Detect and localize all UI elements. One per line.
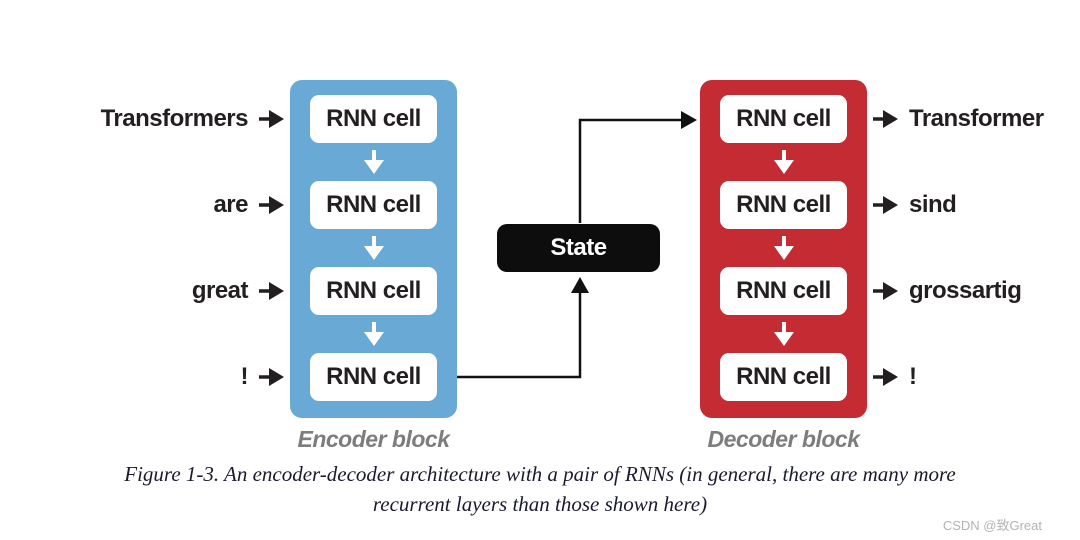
state-label: State bbox=[550, 234, 607, 261]
right-arrow-icon bbox=[873, 368, 898, 386]
right-arrow-icon bbox=[259, 196, 284, 214]
decoder-rnn-cell: RNN cell bbox=[720, 95, 847, 143]
down-arrow-icon bbox=[363, 236, 384, 260]
encoder-block: RNN cell RNN cell RNN cell RNN cell bbox=[290, 80, 457, 418]
output-word: sind bbox=[909, 191, 957, 218]
down-arrow-icon bbox=[773, 236, 794, 260]
down-arrow-icon bbox=[773, 150, 794, 174]
right-arrow-icon bbox=[259, 110, 284, 128]
input-word: Transformers bbox=[100, 105, 249, 132]
input-word-row: are bbox=[40, 189, 285, 221]
output-word-row: sind bbox=[872, 189, 957, 221]
decoder-rnn-cell: RNN cell bbox=[720, 181, 847, 229]
encoder-block-label: Encoder block bbox=[297, 426, 450, 452]
decoder-rnn-cell: RNN cell bbox=[720, 267, 847, 315]
decoder-rnn-cell: RNN cell bbox=[720, 353, 847, 401]
output-word: ! bbox=[909, 363, 917, 390]
right-arrow-icon bbox=[873, 110, 898, 128]
figure-caption-line2: recurrent layers than those shown here) bbox=[372, 492, 708, 516]
down-arrow-icon bbox=[363, 322, 384, 346]
right-arrow-icon bbox=[873, 196, 898, 214]
input-word-row: great bbox=[40, 275, 285, 307]
output-word: Transformer bbox=[909, 105, 1044, 132]
down-arrow-icon bbox=[363, 150, 384, 174]
encoder-rnn-cell: RNN cell bbox=[310, 95, 437, 143]
figure-caption-line1: Figure 1-3. An encoder-decoder architect… bbox=[124, 462, 956, 486]
input-word-row: Transformers bbox=[40, 103, 285, 135]
output-word-row: Transformer bbox=[872, 103, 1044, 135]
encoder-rnn-cell: RNN cell bbox=[310, 353, 437, 401]
decoder-block: RNN cell RNN cell RNN cell RNN cell bbox=[700, 80, 867, 418]
csdn-watermark: CSDN @致Great bbox=[942, 518, 1042, 533]
output-word-row: grossartig bbox=[872, 275, 1022, 307]
right-arrow-icon bbox=[873, 282, 898, 300]
input-word-row: ! bbox=[40, 361, 285, 393]
decoder-block-label: Decoder block bbox=[707, 426, 861, 452]
input-word: great bbox=[191, 277, 249, 304]
input-word: ! bbox=[240, 363, 249, 390]
down-arrow-icon bbox=[773, 322, 794, 346]
figure-caption: Figure 1-3. An encoder-decoder architect… bbox=[0, 459, 1080, 519]
output-word-row: ! bbox=[872, 361, 917, 393]
right-arrow-icon bbox=[259, 282, 284, 300]
encoder-rnn-cell: RNN cell bbox=[310, 267, 437, 315]
input-word: are bbox=[213, 191, 248, 218]
state-box: State bbox=[497, 224, 660, 272]
right-arrow-icon bbox=[259, 368, 284, 386]
output-word: grossartig bbox=[909, 277, 1022, 304]
encoder-rnn-cell: RNN cell bbox=[310, 181, 437, 229]
